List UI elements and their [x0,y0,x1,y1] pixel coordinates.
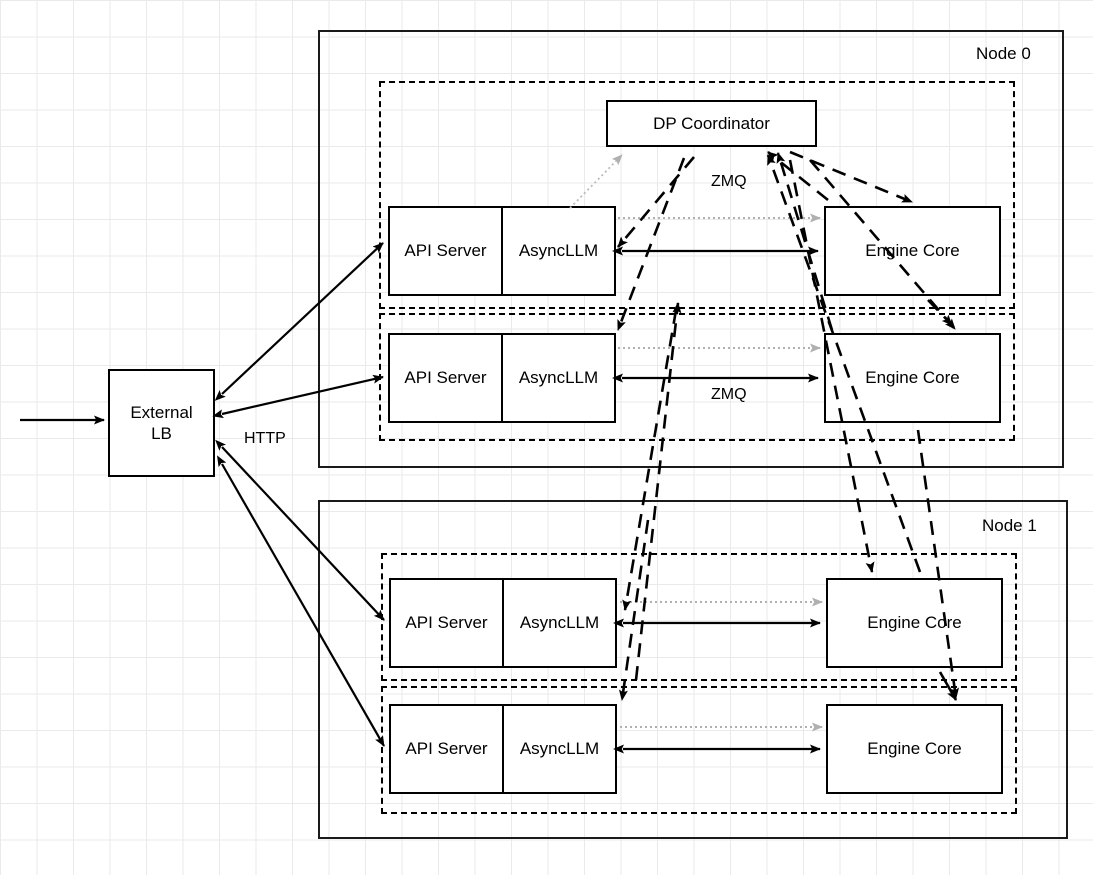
node-0-label: Node 0 [976,44,1031,63]
node-1-rank-0-api-server-box[interactable]: API Server AsyncLLM [389,578,617,668]
node-1-rank-1-api-server-box[interactable]: API Server AsyncLLM [389,704,617,794]
external-lb-label-line2: LB [151,424,172,443]
node-1-rank-0-api-server-label: API Server [391,580,504,666]
external-lb-box[interactable]: External LB [108,369,215,477]
node-1-rank-0-asyncllm-label: AsyncLLM [519,613,600,632]
zmq-label-top: ZMQ [711,173,747,190]
node-0-rank-1-asyncllm-label: AsyncLLM [518,368,599,387]
node-0-rank-1-api-server-label: API Server [390,335,503,421]
node-0-rank-0-engine-core-label: Engine Core [865,241,960,261]
node-1-rank-1-api-server-label: API Server [391,706,504,792]
node-0-rank-1-api-server-box[interactable]: API Server AsyncLLM [388,333,616,423]
node-0-rank-0-group [379,81,1015,309]
dp-coordinator-label: DP Coordinator [653,113,770,133]
node-0-rank-1-engine-core-box[interactable]: Engine Core [824,333,1001,423]
http-label: HTTP [244,430,286,447]
external-lb-label-line1: External [130,402,193,422]
node-0-rank-0-asyncllm-label: AsyncLLM [518,241,599,260]
node-1-rank-1-asyncllm-label: AsyncLLM [519,739,600,758]
node-1-rank-1-group [381,686,1017,814]
node-1-label: Node 1 [982,516,1037,535]
node-1-rank-0-engine-core-box[interactable]: Engine Core [826,578,1003,668]
node-0-rank-0-api-server-box[interactable]: API Server AsyncLLM [388,206,616,296]
node-1-rank-0-engine-core-label: Engine Core [867,613,962,633]
node-1-rank-1-engine-core-label: Engine Core [867,739,962,759]
zmq-label-mid: ZMQ [711,386,747,403]
node-0-rank-0-api-server-label: API Server [390,208,503,294]
node-0-rank-0-engine-core-box[interactable]: Engine Core [824,206,1001,296]
node-1-rank-1-engine-core-box[interactable]: Engine Core [826,704,1003,794]
node-0-rank-1-engine-core-label: Engine Core [865,368,960,388]
dp-coordinator-box[interactable]: DP Coordinator [606,100,817,147]
